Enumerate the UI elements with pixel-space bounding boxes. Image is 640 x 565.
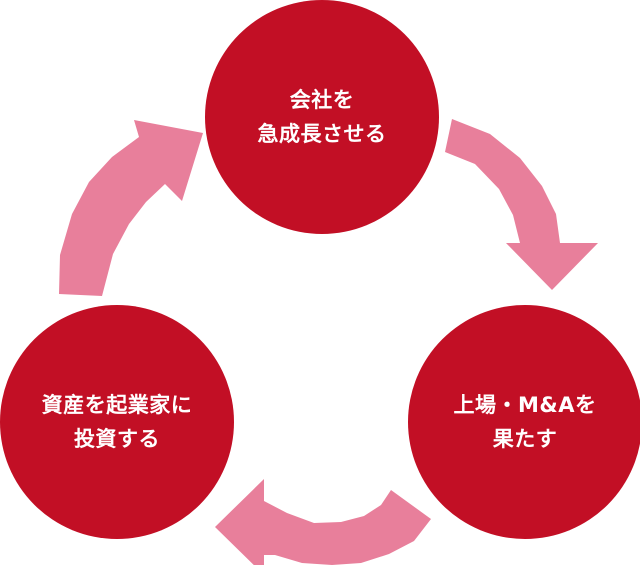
node-label-line-1: 上場・M&Aを: [453, 393, 597, 417]
arrow-left-to-top: [59, 120, 203, 296]
arrow-right-to-left: [215, 479, 431, 565]
cycle-node-invest-entrepreneurs: 資産を起業家に 投資する: [0, 305, 234, 539]
node-text: 資産を起業家に 投資する: [42, 388, 193, 456]
node-label-line-1: 会社を: [289, 88, 355, 112]
node-text: 上場・M&Aを 果たす: [454, 388, 597, 456]
node-label-line-2: 果たす: [492, 427, 558, 451]
node-label-line-2: 急成長させる: [257, 122, 387, 146]
node-label-line-2: 投資する: [74, 427, 160, 451]
arrow-top-to-right: [445, 119, 598, 290]
cycle-node-ipo-ma: 上場・M&Aを 果たす: [408, 305, 640, 539]
cycle-node-grow-company: 会社を 急成長させる: [205, 0, 439, 234]
node-label-line-1: 資産を起業家に: [41, 393, 193, 417]
node-text: 会社を 急成長させる: [258, 83, 387, 151]
